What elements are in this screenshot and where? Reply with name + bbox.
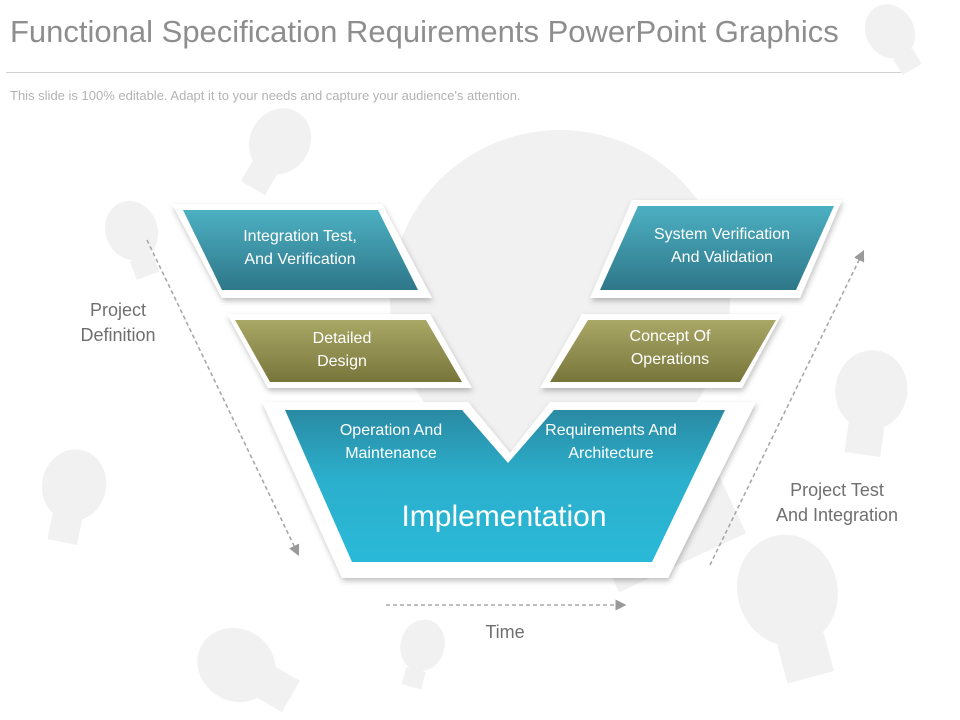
implementation-panel bbox=[285, 410, 725, 562]
project-definition-arrow bbox=[146, 239, 300, 557]
project-definition-label: Project Definition bbox=[80, 300, 156, 345]
lightbulb-icon bbox=[240, 108, 312, 196]
detailed-design-label: Detailed Design bbox=[312, 330, 372, 370]
lightbulb-icon bbox=[197, 627, 300, 713]
lightbulb-icon bbox=[864, 4, 922, 75]
implementation-label: Implementation bbox=[401, 500, 607, 533]
slide-title: Functional Specification Requirements Po… bbox=[10, 14, 839, 49]
lightbulb-icon bbox=[41, 449, 107, 546]
lightbulb-icon bbox=[105, 201, 160, 280]
detailed-design-panel bbox=[235, 320, 462, 382]
operation-maintenance-label: Operation And Maintenance bbox=[339, 422, 443, 462]
title-divider bbox=[6, 72, 904, 73]
integration-test-panel bbox=[183, 210, 418, 290]
lightbulb-icon bbox=[835, 350, 908, 457]
requirements-architecture-label: Requirements And Architecture bbox=[545, 422, 677, 462]
project-test-arrow bbox=[709, 249, 865, 566]
slide-subtitle: This slide is 100% editable. Adapt it to… bbox=[10, 88, 521, 103]
concept-of-operations-label: Concept Of Operations bbox=[629, 328, 711, 368]
system-verification-panel bbox=[600, 206, 834, 290]
lightbulb-icon bbox=[736, 534, 838, 684]
lightbulb-icon bbox=[400, 619, 445, 690]
integration-test-label: Integration Test, And Verification bbox=[243, 228, 357, 268]
background-lightbulb-icons bbox=[41, 4, 922, 713]
concept-of-operations-panel bbox=[550, 320, 776, 382]
time-label: Time bbox=[485, 622, 525, 642]
system-verification-label: System Verification And Validation bbox=[653, 226, 791, 266]
project-test-label: Project Test And Integration bbox=[775, 480, 899, 525]
